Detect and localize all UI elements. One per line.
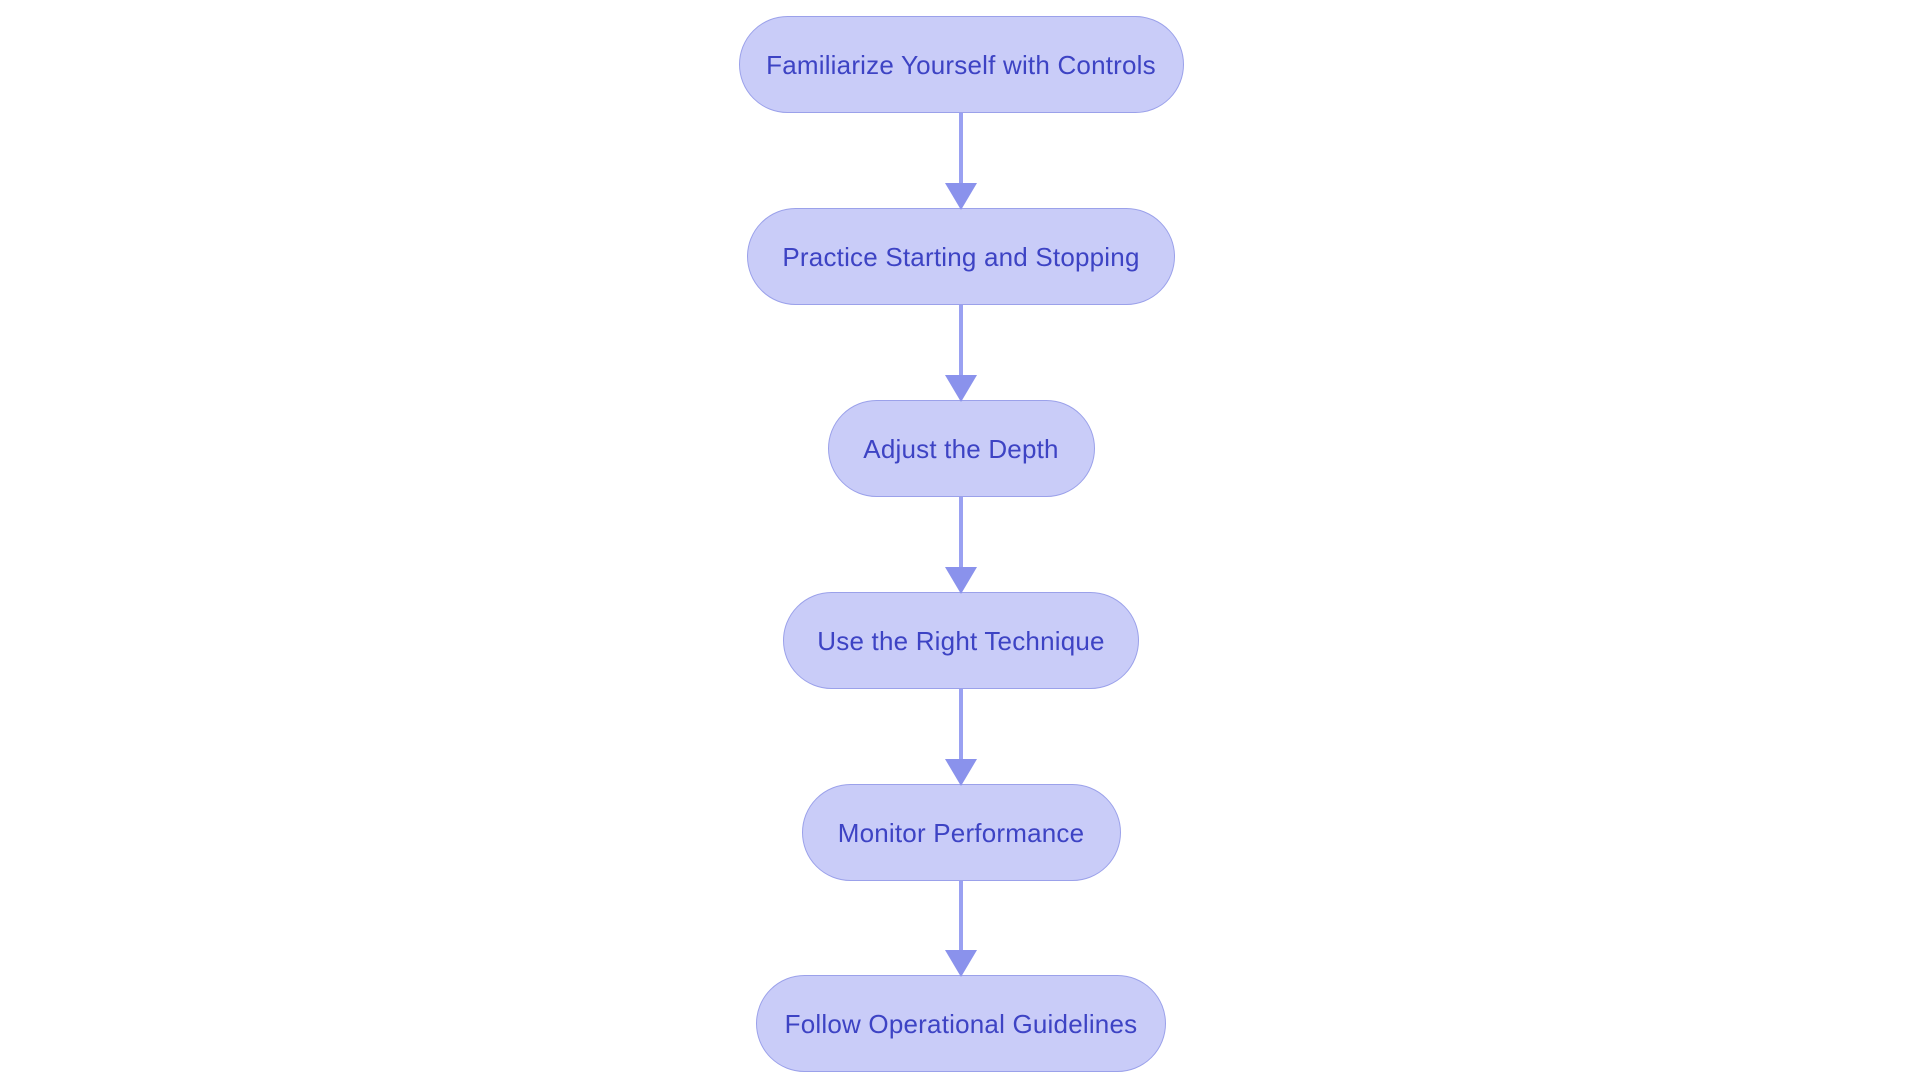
flow-node-label: Monitor Performance bbox=[837, 817, 1085, 848]
arrow-down-icon bbox=[945, 183, 977, 210]
flow-node-step-1: Familiarize Yourself with Controls bbox=[738, 16, 1184, 113]
flow-node-label: Practice Starting and Stopping bbox=[782, 241, 1140, 272]
flow-node-step-5: Monitor Performance bbox=[801, 784, 1121, 881]
connector-line bbox=[959, 497, 963, 569]
flow-node-label: Follow Operational Guidelines bbox=[784, 1008, 1138, 1039]
flow-node-label: Adjust the Depth bbox=[863, 433, 1059, 464]
flow-node-label: Use the Right Technique bbox=[817, 625, 1105, 656]
connector-line bbox=[959, 881, 963, 952]
flow-node-step-3: Adjust the Depth bbox=[827, 400, 1095, 497]
connector-line bbox=[959, 305, 963, 377]
flow-node-step-4: Use the Right Technique bbox=[783, 592, 1139, 689]
arrow-down-icon bbox=[945, 759, 977, 786]
flow-node-step-6: Follow Operational Guidelines bbox=[756, 975, 1166, 1072]
connector-line bbox=[959, 113, 963, 185]
arrow-down-icon bbox=[945, 950, 977, 977]
flow-node-label: Familiarize Yourself with Controls bbox=[766, 49, 1156, 80]
flow-node-step-2: Practice Starting and Stopping bbox=[747, 208, 1175, 305]
connector-line bbox=[959, 689, 963, 761]
arrow-down-icon bbox=[945, 567, 977, 594]
arrow-down-icon bbox=[945, 375, 977, 402]
